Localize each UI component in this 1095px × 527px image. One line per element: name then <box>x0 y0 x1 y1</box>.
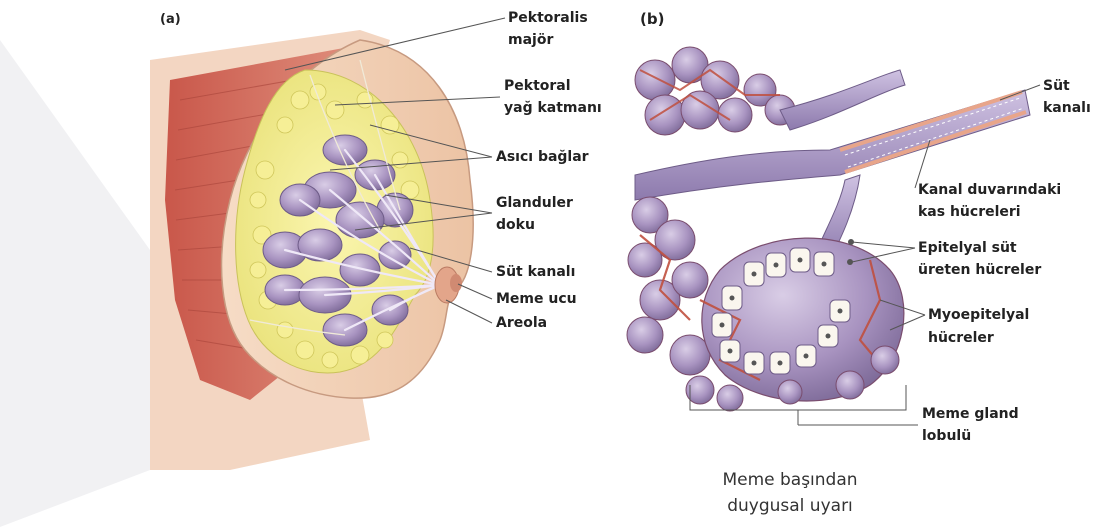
label-lobule-line1: Meme gland <box>922 404 1019 424</box>
label-glandular-line1: Glanduler <box>496 193 573 213</box>
caption-line1: Meme başından <box>690 468 890 492</box>
caption-line2: duygusal uyarı <box>690 494 890 518</box>
label-duct-line1: Süt <box>1043 76 1070 96</box>
label-duct-muscle-cells-line2: kas hücreleri <box>918 202 1021 222</box>
label-duct-muscle-cells-line1: Kanal duvarındaki <box>918 180 1061 200</box>
label-pectoralis-major-line2: majör <box>508 30 553 50</box>
label-duct-line2: kanalı <box>1043 98 1091 118</box>
panel-a-tag: (a) <box>160 12 181 27</box>
label-epithelial-cells-line2: üreten hücreler <box>918 260 1041 280</box>
label-glandular-line2: doku <box>496 215 535 235</box>
panel-b-tag: (b) <box>640 10 664 28</box>
background-wedge <box>0 40 150 527</box>
upper-duct <box>780 70 905 130</box>
label-myoepithelial-line2: hücreler <box>928 328 994 348</box>
label-suspensory-ligaments: Asıcı bağlar <box>496 147 589 167</box>
nipple-shape <box>450 274 462 292</box>
label-lobule-line2: lobulü <box>922 426 971 446</box>
label-epithelial-cells-line1: Epitelyal süt <box>918 238 1017 258</box>
label-myoepithelial-line1: Myoepitelyal <box>928 305 1029 325</box>
panel-a-drawing <box>150 18 505 470</box>
label-fat-layer-line1: Pektoral <box>504 76 571 96</box>
panel-b-drawing <box>627 47 1040 425</box>
label-fat-layer-line2: yağ katmanı <box>504 98 602 118</box>
label-pectoralis-major-line1: Pektoralis <box>508 8 588 28</box>
label-areola: Areola <box>496 313 547 333</box>
label-milk-duct: Süt kanalı <box>496 262 575 282</box>
label-nipple: Meme ucu <box>496 289 577 309</box>
